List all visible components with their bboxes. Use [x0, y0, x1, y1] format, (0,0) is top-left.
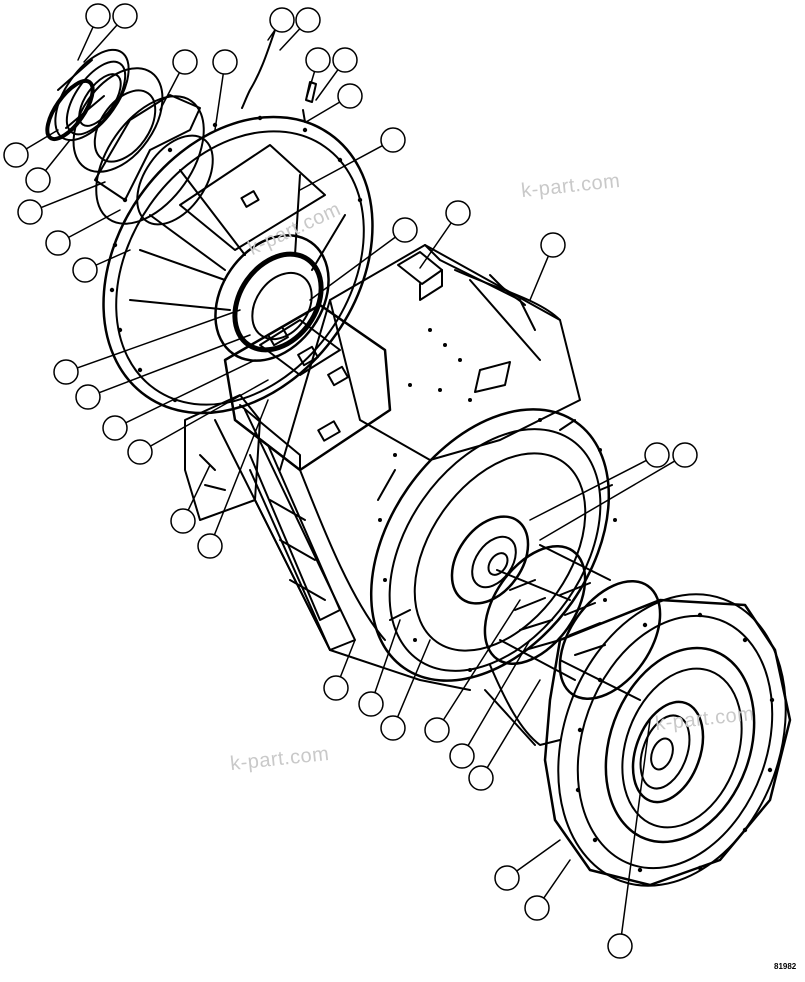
callout-balloon: [323, 675, 349, 701]
callout-leader-line: [279, 28, 301, 51]
callout-balloon: [445, 200, 471, 226]
callout-balloon: [53, 359, 79, 385]
callout-leader-line: [305, 70, 316, 101]
callout-balloon: [424, 717, 450, 743]
rotor-winding-part: [483, 544, 662, 746]
bearing-cap-part: [45, 48, 164, 173]
figure-code: 81982: [774, 962, 797, 971]
callout-leader-line: [396, 639, 431, 718]
callout-leader-line: [486, 679, 541, 769]
callout-leader-line: [339, 639, 356, 678]
callout-leader-line: [77, 26, 94, 61]
callout-balloon: [305, 47, 331, 73]
cable-lead-part: [241, 29, 317, 123]
callout-balloon: [449, 743, 475, 769]
callout-balloon: [672, 442, 698, 468]
callout-leader-line: [44, 139, 71, 172]
callout-balloon: [524, 895, 550, 921]
callout-balloon: [17, 199, 43, 225]
callout-leader-line: [159, 71, 181, 111]
callout-balloon: [102, 415, 128, 441]
callout-balloon: [380, 127, 406, 153]
callout-leader-line: [620, 719, 651, 935]
callout-balloon: [269, 7, 295, 33]
callout-balloons: [3, 3, 698, 959]
callout-balloon: [494, 865, 520, 891]
callout-leader-line: [442, 599, 521, 721]
callout-leader-line: [98, 334, 251, 394]
callout-leader-line: [83, 24, 118, 63]
callout-leader-line: [315, 68, 339, 101]
callout-leader-line: [149, 379, 269, 447]
callout-leader-line: [309, 236, 397, 301]
callout-leader-line: [67, 209, 121, 239]
callout-leader-line: [267, 29, 276, 41]
callout-balloon: [332, 47, 358, 73]
base-frame-part: [184, 394, 356, 651]
callout-leader-line: [125, 359, 256, 424]
callout-balloon: [540, 232, 566, 258]
callout-balloon: [392, 217, 418, 243]
callout-leader-line: [516, 839, 561, 872]
callout-balloon: [212, 49, 238, 75]
callout-leader-line: [467, 639, 531, 747]
callout-balloon: [85, 3, 111, 29]
callout-leader-line: [539, 460, 676, 541]
callout-balloon: [127, 439, 153, 465]
callout-balloon: [75, 384, 101, 410]
callout-balloon: [72, 257, 98, 283]
callout-balloon: [112, 3, 138, 29]
callout-leader-line: [25, 129, 59, 150]
callout-leader-line: [299, 144, 384, 191]
callout-balloon: [607, 933, 633, 959]
callout-balloon: [380, 715, 406, 741]
callout-leader-line: [95, 249, 131, 266]
callout-balloon: [25, 167, 51, 193]
callout-balloon: [468, 765, 494, 791]
stator-flange-part: [369, 408, 617, 682]
callout-leader-line: [543, 859, 571, 899]
callout-balloon: [3, 142, 29, 168]
callout-leader-line: [76, 309, 241, 369]
callout-balloon: [170, 508, 196, 534]
callout-leader-line: [213, 399, 269, 536]
callout-leader-line: [305, 101, 341, 123]
callout-leader-line: [419, 222, 452, 269]
callout-leader-line: [214, 73, 225, 131]
callout-balloon: [337, 83, 363, 109]
callout-leader-line: [374, 619, 401, 694]
callout-balloon: [172, 49, 198, 75]
rear-end-frame-part: [102, 115, 374, 415]
callout-leader-line: [529, 255, 550, 301]
callout-balloon: [358, 691, 384, 717]
callout-balloon: [45, 230, 71, 256]
callout-leader-line: [40, 181, 106, 209]
callout-balloon: [644, 442, 670, 468]
stator-housing-part: [249, 244, 581, 691]
callout-balloon: [197, 533, 223, 559]
rotor-hub-part: [450, 515, 530, 605]
callout-leader-line: [529, 459, 648, 521]
callout-balloon: [295, 7, 321, 33]
callout-leader-line: [187, 464, 211, 511]
